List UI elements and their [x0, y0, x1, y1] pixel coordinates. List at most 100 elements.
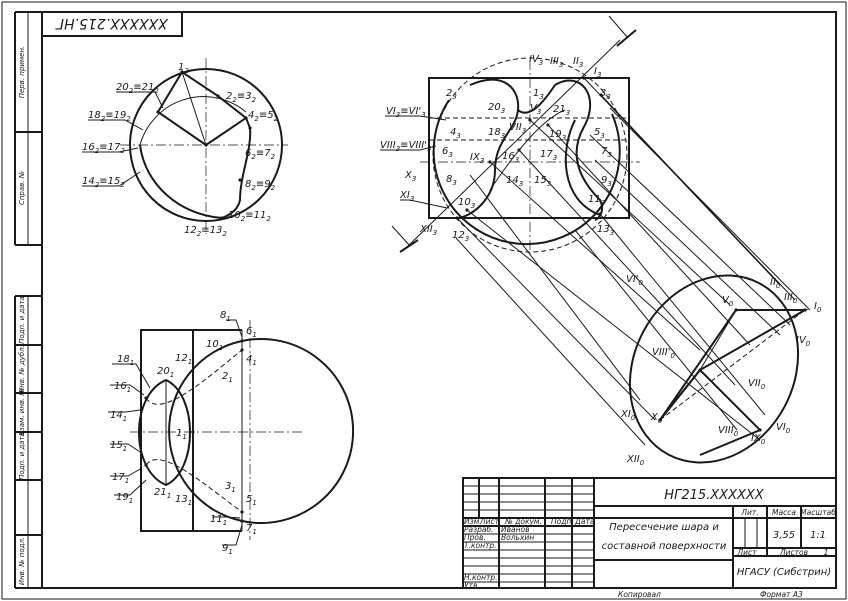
a-label-III: III0	[784, 292, 798, 305]
s-label-X: X3	[404, 170, 416, 183]
a-label-VI: VI0	[776, 422, 791, 435]
tb-scale: Масштаб	[800, 508, 836, 517]
tb-checker: Вольхин	[501, 533, 534, 542]
side-view-leaders	[380, 115, 448, 209]
f-label-21: 211	[154, 487, 171, 500]
s-label-13: 133	[597, 224, 614, 237]
s-label-III: III3	[550, 56, 563, 69]
f-label-3: 31	[225, 481, 236, 494]
a-label-VIII: VIII0	[718, 425, 739, 438]
f-label-9: 91	[222, 543, 233, 556]
view-front: 81 61 101 41 121 181 201 21 161 141 11 1…	[108, 310, 354, 556]
tb-row-tkontr: Т.контр.	[464, 541, 497, 550]
f-label-8: 81	[220, 310, 231, 323]
a-label-II: II0	[770, 277, 781, 290]
s-label-XII: XII3	[419, 224, 437, 237]
s-label-19: 193	[549, 129, 566, 142]
a-label-VIIIp: VIII'0	[652, 347, 675, 360]
s-label-15: 153	[534, 175, 551, 188]
tb-col-date: Дата	[574, 517, 595, 526]
top-view-labels: 12 202≡212 22≡32 182≡192 42≡52 162≡172 6…	[82, 62, 279, 238]
s-label-XI: XI3	[399, 190, 414, 203]
view-top: 12 202≡212 22≡32 182≡192 42≡52 162≡172 6…	[82, 58, 288, 238]
f-label-10: 101	[206, 339, 223, 352]
tb-col-sign: Подп.	[551, 517, 574, 526]
label-14-15: 142≡152	[82, 176, 125, 189]
front-view-leaders	[108, 319, 243, 546]
side-field-4: Инв. № дубл.	[18, 345, 26, 393]
s-label-9: 93	[601, 175, 612, 188]
s-label-5: 53	[594, 127, 605, 140]
tb-col-list: Лист	[479, 517, 500, 526]
s-label-I: I3	[594, 66, 601, 79]
side-field-7: Инв. № подл.	[18, 537, 26, 585]
title-block: НГ215.XXXXXX Пересечение шара и составно…	[462, 477, 837, 590]
s-label-II: II3	[573, 56, 583, 69]
s-label-12: 123	[452, 230, 469, 243]
a-label-X: X0	[650, 412, 663, 425]
s-label-VII: VII3	[509, 122, 526, 135]
stamp-text: XXXXXX.215.НГ	[55, 15, 169, 31]
f-label-20: 201	[157, 366, 174, 379]
s-label-VI: VI3≡VI'3	[386, 106, 426, 119]
s-label-17: 173	[540, 149, 557, 162]
s-label-11: 113	[588, 194, 605, 207]
a-label-IX: IX0	[751, 433, 766, 446]
label-12-13: 122≡132	[184, 225, 227, 238]
f-label-5: 51	[246, 494, 257, 507]
s-label-1: 13	[533, 88, 544, 101]
tb-col-doc: № докум.	[504, 517, 542, 526]
f-label-1: 11	[176, 428, 187, 441]
view-side: IV3 III3 II3 I3 33 23 13 203 V3 213 VI3≡…	[380, 15, 640, 258]
label-18-19: 182≡192	[88, 110, 131, 123]
tb-col-izm: Изм.	[464, 517, 482, 526]
aux-section-hatched	[628, 274, 800, 464]
drawing-frame	[41, 11, 837, 589]
tb-format: Формат А3	[760, 590, 803, 599]
tb-mass-value: 3,55	[773, 530, 795, 541]
f-label-14: 141	[110, 410, 127, 423]
s-label-20: 203	[488, 102, 505, 115]
tb-sheets-value: 1	[824, 548, 829, 557]
left-side-strip: Перв. примен. Справ. № Подп. и дата Инв.…	[14, 11, 42, 589]
tb-row-razrab: Разраб.	[464, 525, 493, 534]
f-label-19: 191	[116, 492, 133, 505]
tb-organization: НГАСУ (Сибстрин)	[737, 566, 831, 578]
s-label-21: 213	[553, 104, 570, 117]
tb-title-1: Пересечение шара и	[609, 522, 719, 533]
side-view-labels: IV3 III3 II3 I3 33 23 13 203 V3 213 VI3≡…	[380, 54, 614, 243]
side-field-1: Перв. примен.	[18, 46, 26, 99]
a-label-XI: XI0	[620, 409, 636, 422]
f-label-4: 41	[246, 354, 257, 367]
label-1-2: 12	[178, 62, 189, 75]
s-label-V: V3	[530, 103, 541, 116]
f-label-15: 151	[110, 440, 127, 453]
s-label-8: 83	[446, 174, 457, 187]
s-label-7: 73	[601, 146, 612, 159]
f-label-2: 21	[222, 371, 233, 384]
a-label-I: I0	[814, 301, 822, 314]
tb-lit: Лит.	[740, 508, 758, 517]
label-6-7: 62≡72	[245, 148, 276, 161]
tb-designation: НГ215.XXXXXX	[664, 488, 764, 503]
side-field-2: Справ. №	[18, 171, 26, 205]
tb-title-2: составной поверхности	[602, 541, 727, 552]
s-label-IV: IV3	[529, 54, 543, 67]
top-view-points	[156, 70, 252, 220]
side-field-6: Подп. и дата	[18, 432, 26, 480]
front-view-points	[144, 339, 244, 523]
label-16-17: 162≡172	[82, 142, 125, 155]
f-label-16: 161	[114, 381, 131, 394]
label-4-5: 42≡52	[248, 110, 279, 123]
side-view-points	[455, 76, 603, 220]
f-label-7: 71	[246, 523, 257, 536]
f-label-11: 111	[210, 514, 227, 527]
a-label-V: V0	[722, 295, 734, 308]
s-label-6: 63	[442, 146, 453, 159]
a-label-VIp: VI'0	[626, 274, 644, 287]
tb-sheet: Лист	[736, 548, 757, 557]
front-view-labels: 81 61 101 41 121 181 201 21 161 141 11 1…	[110, 310, 257, 556]
label-10-11: 102≡112	[228, 210, 271, 223]
